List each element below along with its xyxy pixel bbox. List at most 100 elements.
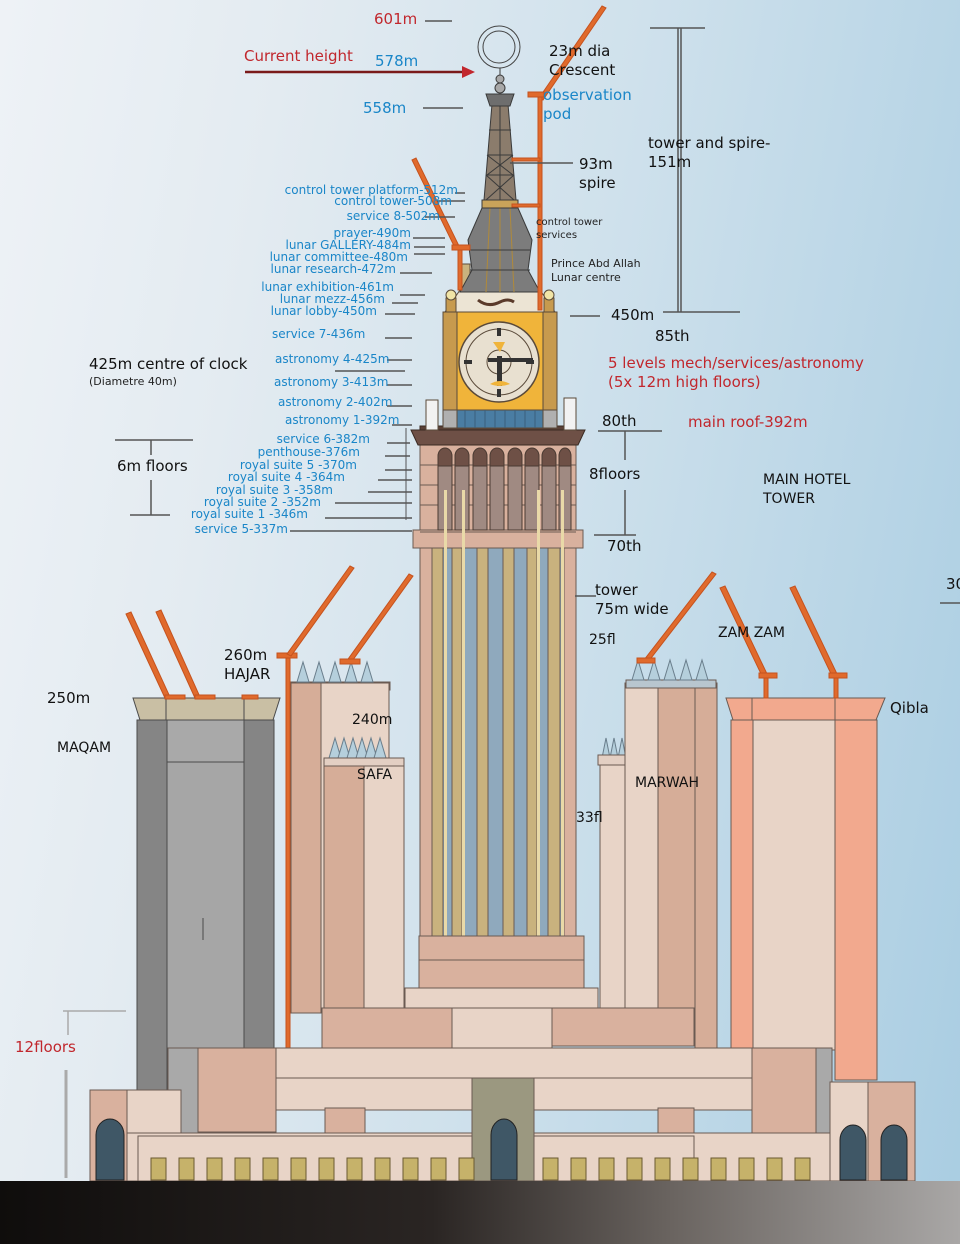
label-tower-width-1: tower [595, 581, 638, 599]
label-main-roof: main roof-392m [688, 413, 808, 431]
podium-window [262, 1157, 279, 1181]
label-current-height: Current height [244, 47, 353, 65]
label-qibla: Qibla [890, 699, 929, 717]
level-label: lunar committee-480m [269, 250, 408, 264]
level-label: penthouse-376m [257, 445, 360, 459]
label-601m: 601m [374, 10, 418, 28]
level-label: astronomy 3-413m [274, 375, 389, 389]
maqam-building [132, 697, 281, 1101]
label-8floors: 8floors [589, 465, 641, 483]
label-tower-width-2: 75m wide [595, 600, 669, 618]
level-label: lunar lobby-450m [270, 304, 377, 318]
label-clock-diameter: (Diametre 40m) [89, 375, 177, 388]
podium-windows [150, 1157, 811, 1181]
podium-arched-doors [95, 1118, 908, 1181]
label-85th: 85th [655, 327, 690, 345]
current-height-arrow [245, 66, 475, 78]
podium-window [738, 1157, 755, 1181]
label-safa: SAFA [357, 767, 393, 783]
podium-window [318, 1157, 335, 1181]
level-label: service 7-436m [272, 327, 366, 341]
label-mech-floors: (5x 12m high floors) [608, 373, 761, 391]
level-label: service 5-337m [194, 522, 288, 536]
label-30-cut: 30 [946, 575, 960, 593]
podium-window [626, 1157, 643, 1181]
label-clock-centre: 425m centre of clock [89, 355, 248, 373]
podium-window [346, 1157, 363, 1181]
level-label: lunar GALLERY-484m [285, 238, 411, 252]
level-label: service 6-382m [276, 432, 370, 446]
label-450m: 450m [611, 306, 655, 324]
label-93m: 93m [579, 155, 613, 173]
podium-window [234, 1157, 251, 1181]
podium-window [682, 1157, 699, 1181]
label-80th: 80th [602, 412, 637, 430]
level-label: royal suite 1 -346m [190, 507, 308, 521]
podium-window [374, 1157, 391, 1181]
level-leader-lines [290, 192, 465, 532]
spire-lattice [483, 68, 517, 201]
level-label: royal suite 2 -352m [203, 495, 321, 509]
level-label: astronomy 4-425m [275, 352, 390, 366]
zamzam-building [725, 697, 886, 1081]
label-maqam: MAQAM [57, 740, 112, 756]
podium-window [570, 1157, 587, 1181]
label-mech-levels: 5 levels mech/services/astronomy [608, 354, 864, 372]
label-crescent: Crescent [549, 61, 616, 79]
level-label: lunar mezz-456m [279, 292, 385, 306]
podium-window [542, 1157, 559, 1181]
level-label: astronomy 1-392m [285, 413, 400, 427]
podium-window [150, 1157, 167, 1181]
label-hajar-height: 260m [224, 646, 268, 664]
podium-window [598, 1157, 615, 1181]
level-label: control tower platform-512m [284, 183, 458, 197]
marwah-crane [636, 571, 717, 664]
level-label: lunar exhibition-461m [261, 280, 394, 294]
label-marwah: MARWAH [635, 775, 699, 791]
level-label: royal suite 5 -370m [239, 458, 357, 472]
label-578m: 578m [375, 52, 419, 70]
tower-base [404, 935, 599, 1009]
safa-building [323, 736, 405, 1017]
label-25fl: 25fl [589, 632, 616, 648]
label-tower-and-spire: tower and spire- [648, 134, 771, 152]
label-crescent-diameter: 23m dia [549, 42, 611, 60]
spire-base-bulb [459, 199, 541, 293]
label-zamzam: ZAM ZAM [718, 625, 785, 641]
podium-window [458, 1157, 475, 1181]
clock-face [458, 321, 540, 403]
label-151m: 151m [648, 153, 692, 171]
crescent-ring [477, 25, 521, 69]
label-lunar-centre: Lunar centre [551, 271, 621, 284]
ground-plane [0, 1181, 960, 1244]
label-main-hotel: MAIN HOTEL [763, 472, 851, 488]
zamzam-cranes [719, 585, 848, 699]
maqam-cranes [125, 609, 259, 700]
level-label: prayer-490m [333, 226, 411, 240]
podium-window [430, 1157, 447, 1181]
hajar-cranes [276, 565, 414, 1051]
level-label: royal suite 4 -364m [227, 470, 345, 484]
podium-window [794, 1157, 811, 1181]
podium-window [402, 1157, 419, 1181]
label-558m: 558m [363, 99, 407, 117]
label-70th: 70th [607, 537, 642, 555]
main-tower-crane [411, 5, 607, 311]
label-maqam-height: 250m [47, 689, 91, 707]
level-label: astronomy 2-402m [278, 395, 393, 409]
tower-arched-niches [437, 447, 572, 531]
label-safa-height: 240m [352, 712, 393, 728]
label-12floors: 12floors [15, 1038, 76, 1056]
label-observation-pod: pod [543, 105, 572, 123]
label-control-tower-services-1: control tower [536, 217, 603, 228]
level-label: service 8-502m [346, 209, 440, 223]
label-tower: TOWER [763, 491, 815, 507]
label-33fl: 33fl [576, 810, 603, 826]
level-label: control tower-508m [334, 194, 452, 208]
level-label: lunar research-472m [270, 262, 396, 276]
podium-window [766, 1157, 783, 1181]
label-spire: spire [579, 174, 616, 192]
level-label: royal suite 3 -358m [215, 483, 333, 497]
